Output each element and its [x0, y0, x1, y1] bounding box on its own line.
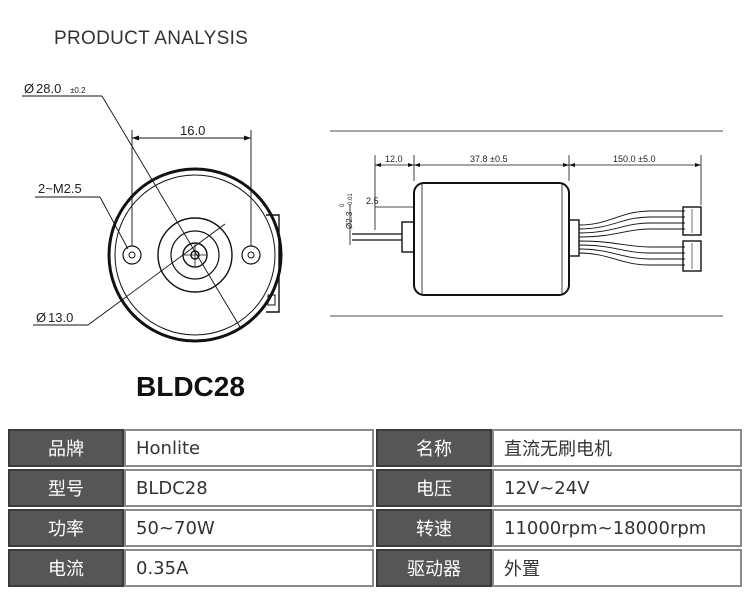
spec-value: 直流无刷电机 — [492, 429, 742, 467]
spec-label: 型号 — [8, 469, 124, 507]
model-title: BLDC28 — [136, 371, 245, 402]
front-flange — [401, 221, 415, 253]
spec-value: 12V~24V — [492, 469, 742, 507]
dim-shaft-tol-upper: 0 — [340, 203, 346, 207]
connector-bracket — [266, 214, 280, 313]
dim-lead-length: 150.0 ±5.0 — [613, 154, 655, 164]
spec-value: 外置 — [492, 549, 742, 587]
screw-hole-left — [122, 245, 142, 265]
spec-label: 功率 — [8, 509, 124, 547]
section-heading: PRODUCT ANALYSIS — [54, 28, 249, 49]
motor-body — [413, 182, 570, 296]
spec-label: 驱动器 — [376, 549, 492, 587]
spec-value: Honlite — [124, 429, 374, 467]
dim-flange: 2.5 — [366, 196, 379, 206]
connector-bottom — [682, 240, 702, 272]
spacing-value: 16.0 — [180, 123, 205, 138]
dim-body-length: 37.8 ±0.5 — [470, 154, 507, 164]
rear-boss — [568, 219, 580, 257]
side-view-drawing: 12.0 37.8 ±0.5 150.0 ±5.0 2.5 Ø2.3 0 -0.… — [330, 130, 723, 317]
dia-outer-tolerance: ±0.2 — [70, 86, 86, 95]
spec-value: 0.35A — [124, 549, 374, 587]
front-view-drawing: Ø 28.0 ±0.2 16.0 2~M2.5 Ø 13.0 — [22, 81, 283, 343]
dim-shaft-tol-lower: -0.01 — [348, 193, 354, 207]
dim-shaft-dia: Ø2.3 — [345, 211, 354, 229]
spec-value: 50~70W — [124, 509, 374, 547]
spec-label: 品牌 — [8, 429, 124, 467]
boss-circle — [157, 217, 233, 293]
dia-boss-value: 13.0 — [48, 310, 73, 325]
boss-inner-circle — [170, 230, 220, 280]
dim-shaft-length: 12.0 — [385, 154, 403, 164]
screw-hole-right — [241, 245, 261, 265]
spec-value: BLDC28 — [124, 469, 374, 507]
spec-label: 电流 — [8, 549, 124, 587]
spec-value: 11000rpm~18000rpm — [492, 509, 742, 547]
motor-outer-circle — [107, 167, 283, 343]
dia-boss-symbol: Ø — [36, 310, 46, 325]
spec-label: 名称 — [376, 429, 492, 467]
dia-outer-symbol: Ø — [24, 81, 34, 96]
screw-spec: 2~M2.5 — [38, 181, 82, 196]
spec-table: 品牌 Honlite 名称 直流无刷电机 型号 BLDC28 电压 12V~24… — [8, 429, 742, 587]
dia-outer-value: 28.0 — [36, 81, 61, 96]
connector-top — [682, 206, 702, 236]
spec-label: 转速 — [376, 509, 492, 547]
spec-label: 电压 — [376, 469, 492, 507]
motor-inner-rim — [114, 174, 276, 336]
